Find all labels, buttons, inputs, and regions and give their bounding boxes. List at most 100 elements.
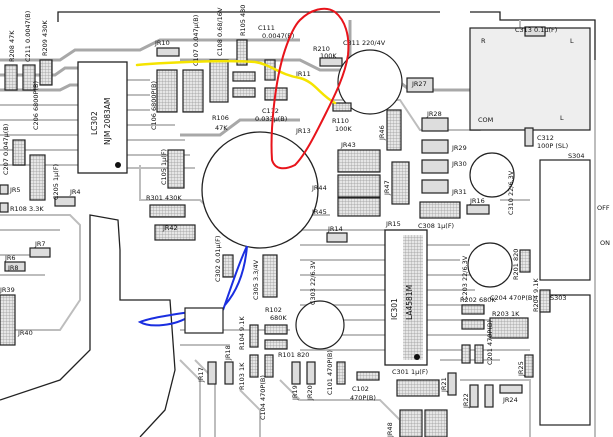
- label-jr48: JR48: [386, 422, 394, 437]
- yellow-annotation: [135, 59, 337, 105]
- label-r201: R201 820: [512, 249, 520, 280]
- label-jr16: JR16: [469, 197, 485, 205]
- label-r110-value: 100K: [335, 125, 352, 133]
- label-r202: R202 680K: [460, 296, 496, 304]
- switch-block: [469, 27, 591, 131]
- label-s304: S304: [568, 152, 585, 160]
- label-c313: C313 0.1µ(F): [515, 26, 557, 34]
- ic-lc302: [77, 61, 128, 174]
- label-r203: R203 1K: [492, 310, 520, 318]
- label-r102-value: 680K: [270, 314, 287, 322]
- label-c111-value: 0.0047(B): [262, 32, 294, 40]
- board-cutout: [0, 214, 176, 437]
- switch-s304: [539, 159, 591, 281]
- label-jr17: JR17: [197, 367, 205, 383]
- label-jr46: JR46: [378, 125, 386, 141]
- label-c201: C201 470P(B): [486, 320, 494, 365]
- label-jr45: JR45: [311, 208, 327, 216]
- ic301-fill: [403, 235, 423, 360]
- label-c211: C211 0.0047(B): [24, 11, 32, 62]
- label-c206: C206 6800P(B): [32, 81, 40, 130]
- label-r208: R208 47K: [8, 30, 16, 62]
- label-c112-value: 0.033µ(B): [255, 115, 287, 123]
- label-r104: R104 9.1K: [238, 316, 246, 350]
- blue-annotation-box: [184, 307, 224, 334]
- label-jr21: JR21: [440, 377, 448, 393]
- label-c205: C205 1µ(F): [52, 164, 60, 200]
- label-r106-value: 47K: [215, 124, 228, 132]
- label-jr6: JR6: [4, 254, 16, 262]
- components: [0, 26, 551, 437]
- label-c111: C111: [258, 24, 275, 32]
- label-c102-value: 470P(B): [350, 394, 376, 402]
- label-c101: C101 470P(B): [326, 350, 334, 395]
- label-r210: R210: [313, 45, 330, 53]
- label-c104: C104 470P(B): [259, 375, 267, 420]
- label-c112: C112: [262, 107, 279, 115]
- label-jr11: JR11: [295, 70, 311, 78]
- label-c204: C204 470P(B): [490, 294, 535, 302]
- label-r101: R101 820: [278, 351, 309, 359]
- label-switch-l2: L: [560, 114, 564, 122]
- blue-annotation: [137, 245, 248, 327]
- ic302-ref: LC302: [90, 111, 99, 135]
- label-jr15: JR15: [385, 220, 401, 228]
- board-outline: [57, 11, 596, 60]
- label-jr27: JR27: [411, 80, 427, 88]
- label-jr47: JR47: [383, 180, 391, 196]
- label-c207: C207 0.047µ(B): [2, 124, 10, 175]
- label-r301: R301 430K: [146, 194, 182, 202]
- label-jr42: JR42: [162, 224, 178, 232]
- label-c203: C203 22/6.3V: [461, 255, 469, 300]
- label-on: ON: [600, 239, 610, 247]
- label-c107: C107 0.047µ(B): [192, 15, 200, 66]
- mounting-hole: [201, 131, 319, 249]
- label-c301: C301 1µ(F): [392, 368, 428, 376]
- label-c106: C106 6800P(B): [150, 81, 158, 130]
- label-jr40: JR40: [17, 329, 33, 337]
- label-c302: C302 0.01µ(F): [214, 236, 222, 282]
- label-c303: C303 22/6.3V: [309, 260, 317, 305]
- pin1-dot: [414, 354, 420, 360]
- label-r103: R103 1K: [238, 362, 246, 390]
- label-jr10: JR10: [154, 39, 170, 47]
- label-c312-value: 100P (SL): [537, 142, 568, 150]
- label-r204: R204 9.1K: [532, 278, 540, 312]
- label-jr28: JR28: [426, 110, 442, 118]
- label-r110: R110: [332, 117, 349, 125]
- label-c311: C311 220/4V: [343, 39, 386, 47]
- label-jr31: JR31: [451, 188, 467, 196]
- label-jr44: JR44: [311, 184, 327, 192]
- label-r102: R102: [265, 306, 282, 314]
- label-switch-l1: L: [570, 37, 574, 45]
- ic301-part: LA4581M: [405, 285, 414, 320]
- label-r106: R106: [212, 114, 229, 122]
- label-c102: C102: [352, 385, 369, 393]
- label-jr30: JR30: [451, 160, 467, 168]
- label-r209: R209 430K: [41, 20, 49, 56]
- label-jr43: JR43: [340, 141, 356, 149]
- capacitor-c311: [337, 49, 403, 115]
- label-jr8: JR8: [7, 264, 19, 272]
- component-labels: R208 47K C211 0.0047(B) R209 430K JR10 C…: [0, 5, 610, 437]
- label-off: OFF: [597, 204, 610, 212]
- label-jr29: JR29: [451, 144, 467, 152]
- ic301-ref: IC301: [390, 298, 399, 320]
- label-c312: C312: [537, 134, 554, 142]
- label-r210-value: 100K: [320, 52, 337, 60]
- ic302-part: NJM 2083AM: [103, 98, 112, 145]
- label-c310: C310 22/6.3V: [507, 170, 515, 215]
- label-r108: R108 3.3K: [10, 205, 44, 213]
- label-jr20: JR20: [306, 385, 314, 401]
- label-jr5: JR5: [9, 186, 21, 194]
- label-jr7: JR7: [34, 240, 46, 248]
- red-annotation: [270, 7, 350, 170]
- label-jr39: JR39: [0, 286, 15, 294]
- label-switch-r: R: [481, 37, 486, 45]
- label-jr18: JR18: [224, 345, 232, 361]
- label-jr14: JR14: [327, 225, 343, 233]
- pin1-dot: [115, 162, 121, 168]
- label-c305: C305 3.3/4V: [252, 259, 260, 300]
